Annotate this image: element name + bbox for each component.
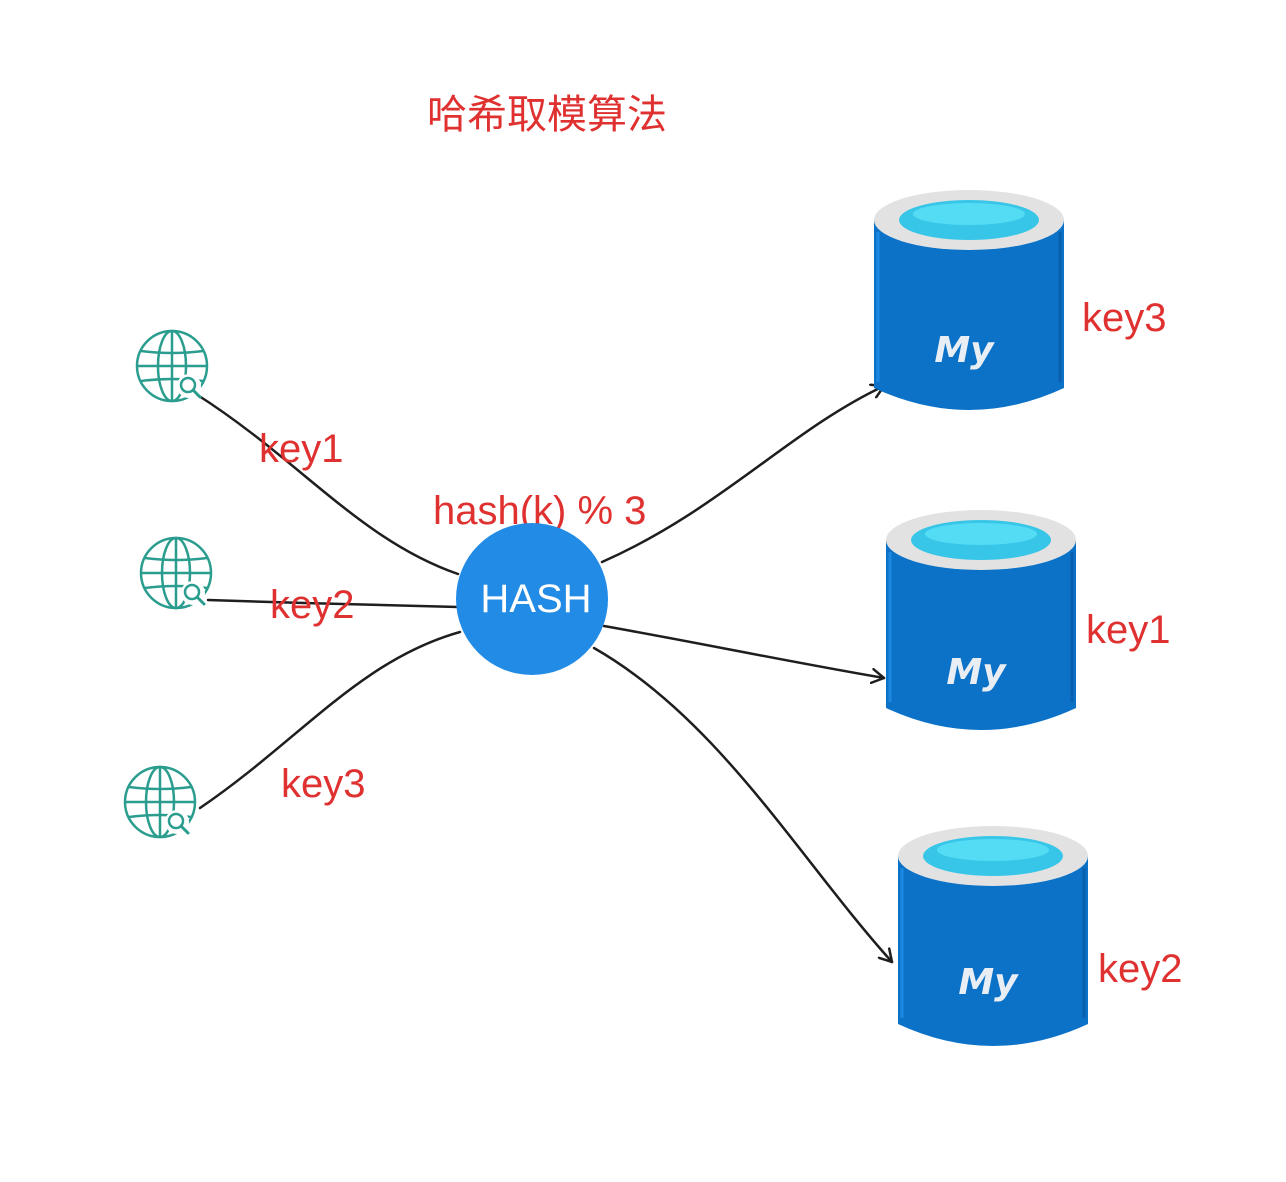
client-3	[123, 765, 197, 839]
hash-circle	[456, 523, 608, 675]
database-1-text: My	[934, 330, 995, 371]
database-3-text: My	[958, 962, 1019, 1003]
client-3-key-label: key3	[281, 762, 366, 806]
client-1-key-label: key1	[259, 427, 344, 471]
edge-hash-to-db3	[592, 646, 894, 964]
globe-search-icon	[135, 329, 209, 403]
database-2: My	[884, 508, 1078, 732]
database-3-key-label: key2	[1098, 947, 1183, 991]
client-1	[135, 329, 209, 403]
database-1: My	[872, 188, 1066, 412]
diagram-title: 哈希取模算法	[427, 93, 667, 137]
mysql-database-icon	[872, 188, 1066, 412]
edge-hash-to-db1	[600, 386, 886, 564]
database-3: My	[896, 824, 1090, 1048]
edge-client1-to-hash	[194, 392, 460, 576]
hash-node: HASH	[456, 523, 608, 675]
mysql-database-icon	[884, 508, 1078, 732]
edge-hash-to-db2	[602, 624, 886, 678]
edge-client2-to-hash	[206, 598, 460, 609]
mysql-database-icon	[896, 824, 1090, 1048]
database-2-text: My	[946, 652, 1007, 693]
edge-client3-to-hash	[198, 630, 462, 810]
database-2-key-label: key1	[1086, 608, 1171, 652]
globe-search-icon	[139, 536, 213, 610]
hash-node-label: HASH	[480, 577, 591, 621]
client-2-key-label: key2	[270, 583, 355, 627]
globe-search-icon	[123, 765, 197, 839]
database-1-key-label: key3	[1082, 296, 1167, 340]
client-2	[139, 536, 213, 610]
